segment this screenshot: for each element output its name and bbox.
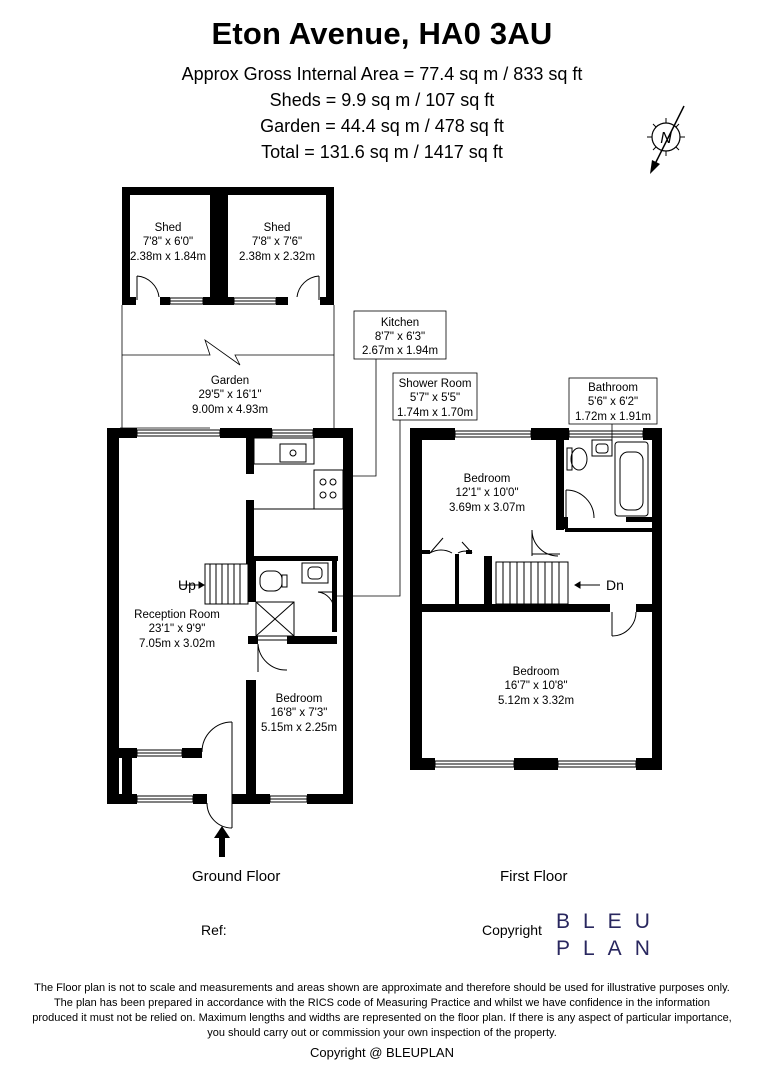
sheds-walls [122, 187, 334, 305]
compass-label: N [660, 130, 672, 147]
kitchen-imperial: 8'7" x 6'3" [375, 331, 425, 343]
bathroom-imperial: 5'6" x 6'2" [588, 396, 638, 408]
kitchen-callout [353, 310, 447, 360]
bedroom-large-metric: 5.12m x 3.32m [498, 695, 574, 707]
garden-imperial: 29'5" x 16'1" [198, 389, 261, 401]
sheds-area: Sheds = 9.9 sq m / 107 sq ft [269, 90, 495, 110]
bedroom-large-name: Bedroom [513, 666, 560, 678]
shed1-metric: 2.38m x 1.84m [130, 251, 206, 263]
garden-name: Garden [211, 375, 249, 387]
reception-room-imperial: 23'1" x 9'9" [149, 623, 206, 635]
stairs-up-label: Up [178, 577, 196, 593]
stairs-down-label: Dn [606, 577, 624, 593]
bedroom-first-imperial: 12'1" x 10'0" [455, 487, 518, 499]
bedroom-ground-name: Bedroom [276, 693, 323, 705]
first-floor-walls [410, 428, 662, 770]
bedroom-first-name: Bedroom [464, 473, 511, 485]
shower-room-metric: 1.74m x 1.70m [397, 407, 473, 419]
shed2-metric: 2.38m x 2.32m [239, 251, 315, 263]
first-floor-label: First Floor [500, 868, 568, 885]
bedroom-ground-metric: 5.15m x 2.25m [261, 722, 337, 734]
shed1-name: Shed [155, 222, 182, 234]
kitchen-metric: 2.67m x 1.94m [362, 345, 438, 357]
shed1-imperial: 7'8" x 6'0" [143, 236, 193, 248]
logo-line-2: PLAN [556, 937, 663, 960]
entrance-arrow-icon [214, 826, 230, 857]
ref-label: Ref: [201, 922, 227, 938]
copyright-label: Copyright [482, 922, 542, 938]
plan-title: Eton Avenue, HA0 3AU [211, 16, 553, 51]
reception-room-name: Reception Room [134, 609, 220, 621]
total-area: Total = 131.6 sq m / 1417 sq ft [261, 142, 503, 162]
bedroom-ground-imperial: 16'8" x 7'3" [271, 707, 328, 719]
bleuplan-logo: BLEU PLAN [556, 908, 663, 962]
logo-line-1: BLEU [556, 910, 663, 933]
bathroom-metric: 1.72m x 1.91m [575, 411, 651, 423]
ground-floor-walls [107, 428, 353, 804]
kitchen-name: Kitchen [381, 317, 419, 329]
ground-floor-label: Ground Floor [192, 868, 281, 885]
bathroom-name: Bathroom [588, 382, 638, 394]
shed2-name: Shed [264, 222, 291, 234]
bedroom-first-metric: 3.69m x 3.07m [449, 502, 525, 514]
garden-area: Garden = 44.4 sq m / 478 sq ft [260, 116, 504, 136]
shower-room-imperial: 5'7" x 5'5" [410, 392, 460, 404]
copyright-footer: Copyright @ BLEUPLAN [310, 1045, 454, 1060]
shed2-imperial: 7'8" x 7'6" [252, 236, 302, 248]
gross-internal-area: Approx Gross Internal Area = 77.4 sq m /… [181, 64, 583, 84]
disclaimer-text: The Floor plan is not to scale and measu… [32, 982, 732, 1039]
bathroom-callout [568, 377, 658, 425]
shower-room-name: Shower Room [399, 378, 472, 390]
garden-metric: 9.00m x 4.93m [192, 404, 268, 416]
reception-room-metric: 7.05m x 3.02m [139, 638, 215, 650]
shower-room-callout [392, 372, 478, 421]
bedroom-large-imperial: 16'7" x 10'8" [504, 680, 567, 692]
compass-icon: N [647, 105, 685, 174]
